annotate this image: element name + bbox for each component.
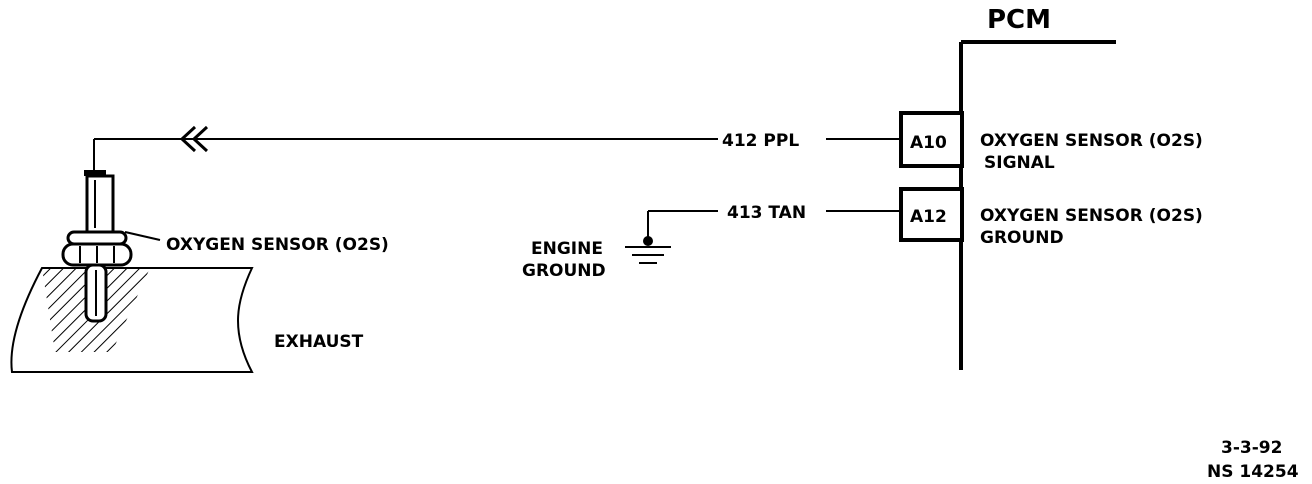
ground-label-line1: ENGINE [531, 239, 603, 259]
footer-date: 3-3-92 [1221, 438, 1282, 458]
wire-412-label: 412 PPL [722, 131, 799, 151]
ground-label-line2: GROUND [522, 261, 606, 281]
connector-a12 [899, 187, 964, 242]
sensor-leader-line [124, 231, 161, 241]
exhaust-pipe [10, 267, 254, 373]
pin-a10-label: A10 [910, 133, 947, 153]
wire-413-ground [647, 210, 901, 240]
footer-ref: NS 14254 [1207, 462, 1299, 482]
connector-chevron-icon [179, 125, 209, 153]
exhaust-label: EXHAUST [274, 332, 364, 352]
pin-a12-label: A12 [910, 207, 947, 227]
pcm-title: PCM [987, 5, 1051, 35]
a10-function-label: OXYGEN SENSOR (O2S) [980, 131, 1203, 151]
a12-function-sub-label: GROUND [980, 228, 1064, 248]
oxygen-sensor-label: OXYGEN SENSOR (O2S) [166, 235, 389, 255]
oxygen-sensor-icon [61, 170, 133, 323]
ground-symbol-icon [625, 236, 671, 264]
wire-412-signal [93, 138, 901, 170]
a10-function-sub-label: SIGNAL [984, 153, 1055, 173]
wire-413-label: 413 TAN [727, 203, 806, 223]
a12-function-label: OXYGEN SENSOR (O2S) [980, 206, 1203, 226]
